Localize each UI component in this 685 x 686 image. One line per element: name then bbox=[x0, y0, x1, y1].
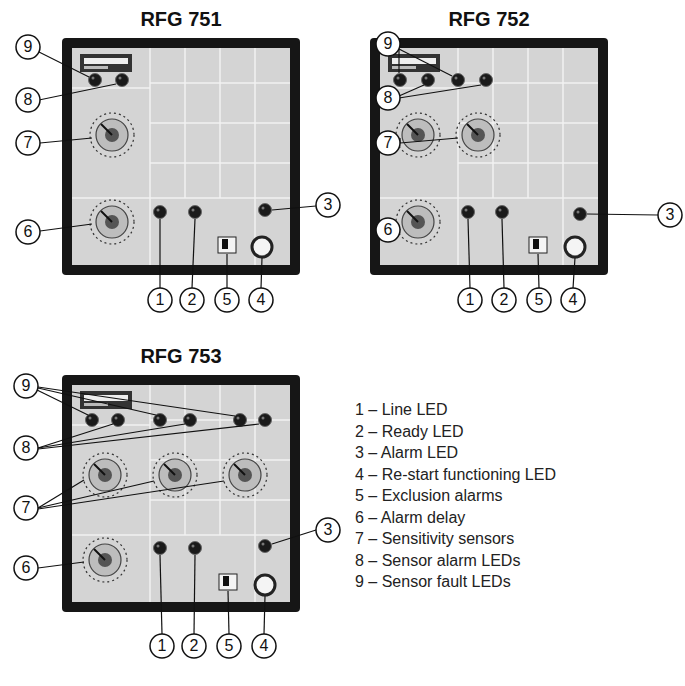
panel-title: RFG 752 bbox=[366, 6, 612, 32]
callout-number: 9 bbox=[16, 37, 40, 57]
key-entry: 9 – Sensor fault LEDs bbox=[355, 572, 511, 592]
callout-number: 4 bbox=[252, 636, 276, 656]
callout-number: 7 bbox=[16, 133, 40, 153]
callout-number: 9 bbox=[376, 34, 400, 54]
panel-title: RFG 753 bbox=[58, 343, 304, 369]
panel-title: RFG 751 bbox=[58, 6, 304, 32]
callout-number: 9 bbox=[14, 376, 38, 396]
key-entry: 7 – Sensitivity sensors bbox=[355, 529, 514, 549]
callout-number: 7 bbox=[14, 498, 38, 518]
callout-number: 4 bbox=[249, 290, 273, 310]
callout-number: 5 bbox=[217, 636, 241, 656]
callout-number: 8 bbox=[376, 88, 400, 108]
callout-number: 5 bbox=[215, 290, 239, 310]
callout-number: 4 bbox=[561, 290, 585, 310]
callout-number: 6 bbox=[14, 558, 38, 578]
callout-number: 7 bbox=[376, 133, 400, 153]
panel-heading-box: RFG 752 bbox=[366, 6, 612, 32]
callout-number: 8 bbox=[16, 90, 40, 110]
panel-heading-box: RFG 751 bbox=[58, 6, 304, 32]
key-entry: 5 – Exclusion alarms bbox=[355, 486, 503, 506]
callout-number: 2 bbox=[182, 636, 206, 656]
key-entry: 2 – Ready LED bbox=[355, 422, 464, 442]
callout-number: 2 bbox=[492, 290, 516, 310]
callout-number: 3 bbox=[316, 195, 340, 215]
callout-number: 3 bbox=[316, 520, 340, 540]
key-entry: 8 – Sensor alarm LEDs bbox=[355, 551, 520, 571]
callout-number: 5 bbox=[527, 290, 551, 310]
callout-number: 3 bbox=[658, 205, 682, 225]
callout-number: 8 bbox=[14, 438, 38, 458]
callout-number: 1 bbox=[150, 636, 174, 656]
panel-heading-box: RFG 753 bbox=[58, 343, 304, 369]
callout-number: 6 bbox=[16, 222, 40, 242]
key-entry: 6 – Alarm delay bbox=[355, 508, 465, 528]
key-entry: 4 – Re-start functioning LED bbox=[355, 465, 556, 485]
callout-number: 2 bbox=[180, 290, 204, 310]
callout-number: 1 bbox=[458, 290, 482, 310]
key-entry: 3 – Alarm LED bbox=[355, 443, 458, 463]
key-entry: 1 – Line LED bbox=[355, 400, 448, 420]
callout-number: 1 bbox=[148, 290, 172, 310]
callout-number: 6 bbox=[376, 220, 400, 240]
